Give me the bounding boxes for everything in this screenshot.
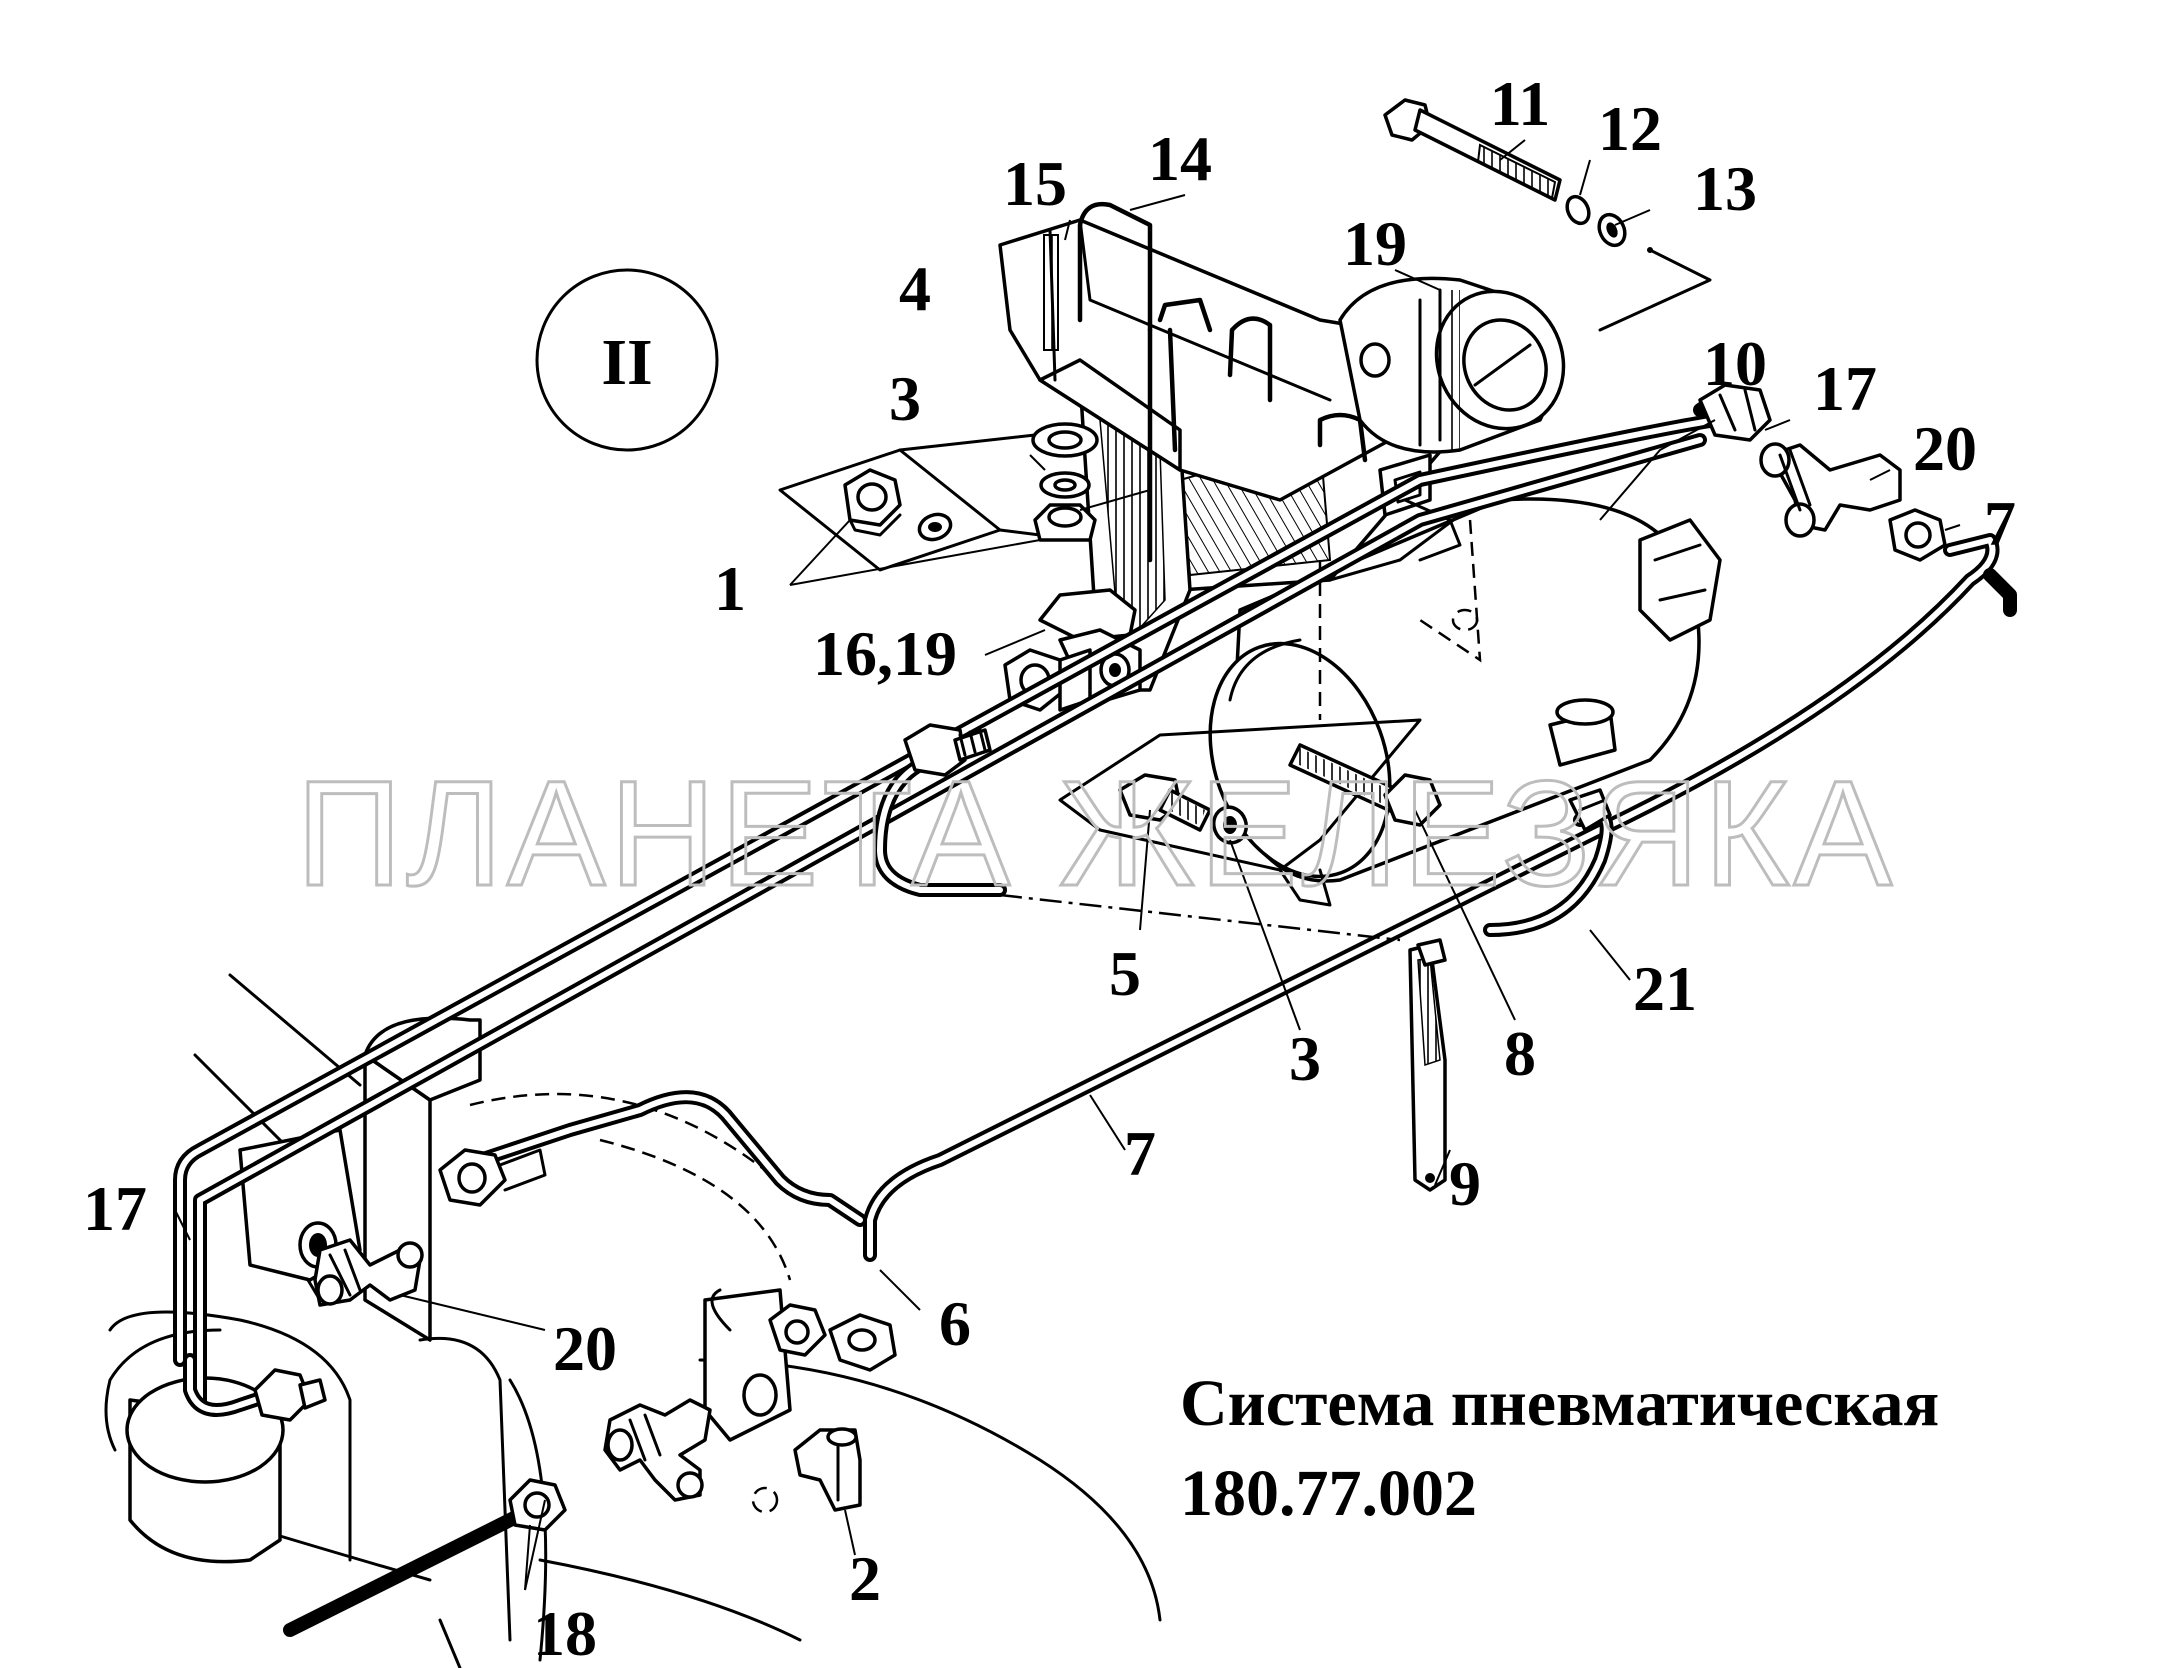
callout-20-right: 20 [1913, 413, 1977, 484]
pipeline-hook-left [873, 753, 1401, 942]
callout-labels: 1 2 3 3 4 5 6 7 7 8 9 10 11 12 13 14 15 … [83, 68, 2016, 1668]
callout-12: 12 [1598, 93, 1662, 164]
view-marker: II [535, 268, 719, 452]
callout-17-right: 17 [1813, 353, 1877, 424]
air-dryer-cartridge [1338, 276, 1566, 454]
callout-13: 13 [1693, 153, 1757, 224]
tee-20-left [313, 1238, 424, 1307]
callout-5: 5 [1109, 938, 1141, 1009]
leader-lines [174, 139, 1961, 1591]
caption-code: 180.77.002 [1180, 1457, 1477, 1530]
callout-3-lower: 3 [1289, 1023, 1321, 1094]
callout-4: 4 [899, 253, 931, 324]
callout-2: 2 [849, 1543, 881, 1614]
nut-6-pair [768, 1303, 897, 1372]
tee-20-lower [603, 1398, 712, 1502]
callout-19: 19 [1343, 208, 1407, 279]
caption-title: Система пневматическая [1180, 1367, 1939, 1440]
callout-11: 11 [1490, 68, 1550, 139]
watermark: ПЛАНЕТА ЖЕЛЕЗЯКА [296, 749, 1896, 917]
callout-21: 21 [1633, 953, 1697, 1024]
engine-block [104, 973, 1162, 1668]
tee-20-upper [1759, 442, 1902, 538]
nut-18 [508, 1478, 567, 1532]
caption-block: Система пневматическая 180.77.002 [1180, 1367, 1939, 1530]
callout-15: 15 [1003, 148, 1067, 219]
callout-20-left: 20 [553, 1313, 617, 1384]
fitting-elbow-10 [1698, 383, 1772, 442]
callout-7-right: 7 [1984, 488, 2016, 559]
fitting-elbow-upper-left [903, 723, 992, 777]
nut-17-lower [253, 1368, 327, 1422]
callout-10: 10 [1703, 328, 1767, 399]
pipeline-7-long [863, 533, 2017, 1262]
callout-14: 14 [1148, 123, 1212, 194]
view-marker-label: II [601, 326, 652, 399]
callout-7-center: 7 [1124, 1118, 1156, 1189]
bolt-11-set [1383, 98, 1712, 332]
callout-1: 1 [714, 553, 746, 624]
callout-9: 9 [1449, 1148, 1481, 1219]
callout-18: 18 [533, 1598, 597, 1668]
callout-3-upper: 3 [889, 363, 921, 434]
fitting-21-elbow [1568, 788, 1612, 832]
pipe-clip-9 [1408, 938, 1447, 1192]
callout-17-left: 17 [83, 1173, 147, 1244]
callout-8: 8 [1504, 1018, 1536, 1089]
nut-7-right [1888, 508, 1947, 562]
pipeline-6 [473, 1090, 867, 1227]
callout-6: 6 [939, 1288, 971, 1359]
bracket-bolts-5-8 [1058, 718, 1442, 907]
elbow-2 [793, 1427, 862, 1512]
nut-on-pipe-6 [438, 1148, 547, 1207]
pipeline-18 [283, 1498, 547, 1637]
pressure-regulator [998, 201, 1462, 563]
washer-plate [778, 428, 1082, 572]
fastener-set-1-3-4 [843, 422, 1099, 542]
callout-16-19: 16,19 [813, 618, 957, 689]
